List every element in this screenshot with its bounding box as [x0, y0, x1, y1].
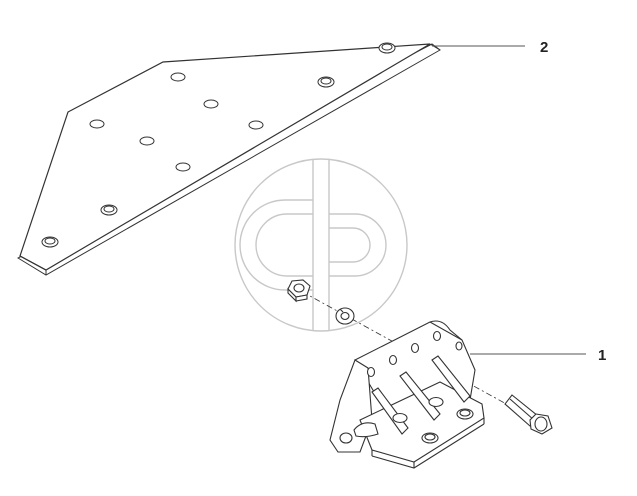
- watermark-outer-ring: [234, 158, 408, 332]
- bracket-rib: [431, 355, 471, 403]
- hex-bolt: [504, 394, 553, 435]
- mounting-bracket: [329, 320, 485, 469]
- mounting-plate: [16, 42, 441, 276]
- plate-top-face: [19, 43, 431, 271]
- callout-leaders: [432, 45, 586, 355]
- plate-hole: [248, 120, 264, 130]
- callout-number-2: 2: [540, 39, 548, 56]
- fastener-assembly: [287, 279, 553, 435]
- plate-hole: [170, 72, 186, 82]
- plate-hole: [203, 99, 219, 109]
- plate-holes: [41, 42, 396, 248]
- bracket-rib: [399, 371, 441, 421]
- lock-washer: [335, 307, 355, 325]
- bracket-left-flange: [329, 359, 373, 453]
- callout-number-1: 1: [598, 347, 606, 364]
- hex-nut: [287, 279, 311, 303]
- plate-hole: [89, 119, 105, 129]
- plate-hole: [175, 162, 191, 172]
- plate-hole: [139, 136, 155, 146]
- watermark-logo: [234, 158, 408, 332]
